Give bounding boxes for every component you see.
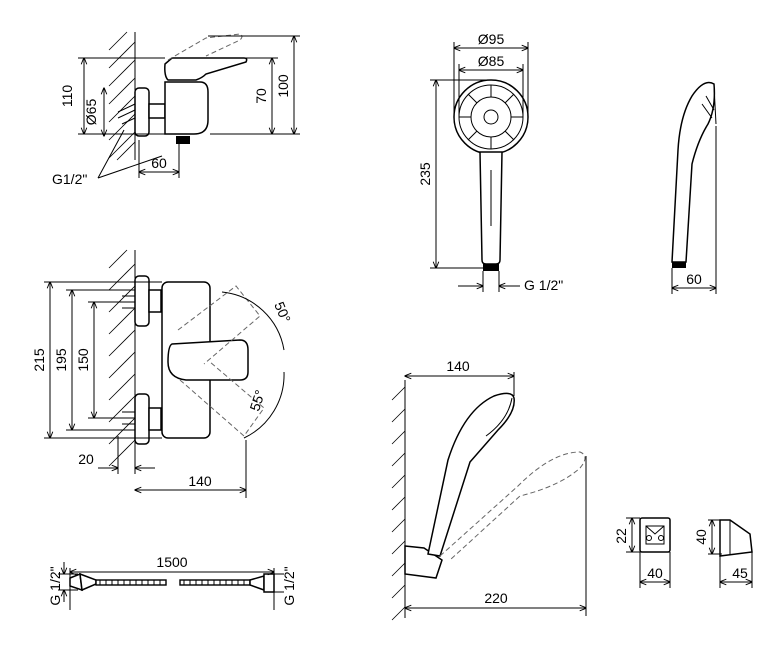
bracket-front-height: 22	[613, 528, 629, 544]
dim-inner-diameter: Ø85	[478, 53, 505, 69]
wall-bracket-side: 40 45	[693, 519, 753, 588]
wall-hatching	[108, 31, 136, 161]
hand-shower-on-holder: 140 220	[391, 358, 586, 621]
angle-down: 55°	[246, 388, 268, 413]
thread-label: G1/2"	[52, 171, 87, 187]
wall-bracket-front: 22 40	[613, 517, 671, 588]
dim-total: 220	[484, 590, 508, 606]
hose-thread-left: G 1/2"	[47, 566, 63, 605]
hand-shower-side-view: 60	[671, 81, 716, 294]
front-dimensions: 215 195 150 20 140	[31, 282, 246, 498]
dim-flange-diameter: Ø65	[83, 99, 99, 126]
hand-shower-front-view: Ø95 Ø85 235 G 1/2"	[417, 31, 563, 293]
dim-total-height: 215	[31, 348, 47, 372]
dim-length: 235	[417, 162, 433, 186]
dim-reach: 140	[446, 358, 470, 374]
mixer-side-view: 110 Ø65 70 100 60 G1/2"	[52, 31, 300, 187]
dim-width: 140	[188, 473, 212, 489]
mixer-front-body: 50° 55°	[122, 275, 294, 445]
side-dimensions: 110 Ø65 70 100 60 G1/2"	[52, 36, 300, 187]
dim-offset: 20	[78, 451, 94, 467]
dim-height-total: 100	[275, 74, 291, 98]
dim-centers: 195	[53, 348, 69, 372]
angle-up: 50°	[271, 299, 294, 325]
bracket-side-width: 45	[732, 565, 748, 581]
dim-body: 150	[75, 348, 91, 372]
dim-depth: 60	[151, 155, 167, 171]
dim-outer-diameter: Ø95	[478, 31, 505, 47]
bracket-front-width: 40	[647, 565, 663, 581]
dim-height-outer: 110	[59, 85, 75, 108]
wall-hatching	[108, 249, 136, 468]
dim-height-spout: 70	[253, 88, 269, 104]
bracket-side-height: 40	[693, 529, 709, 545]
mixer-side-body	[117, 33, 248, 144]
mixer-front-view: 50° 55° 215 195 150 20 140	[31, 249, 294, 498]
thread-label: G 1/2"	[524, 277, 563, 293]
shower-hose: 1500 G 1/2" G 1/2"	[47, 554, 297, 610]
hose-length: 1500	[156, 554, 187, 570]
dim-depth: 60	[686, 271, 702, 287]
hose-thread-right: G 1/2"	[281, 566, 297, 605]
